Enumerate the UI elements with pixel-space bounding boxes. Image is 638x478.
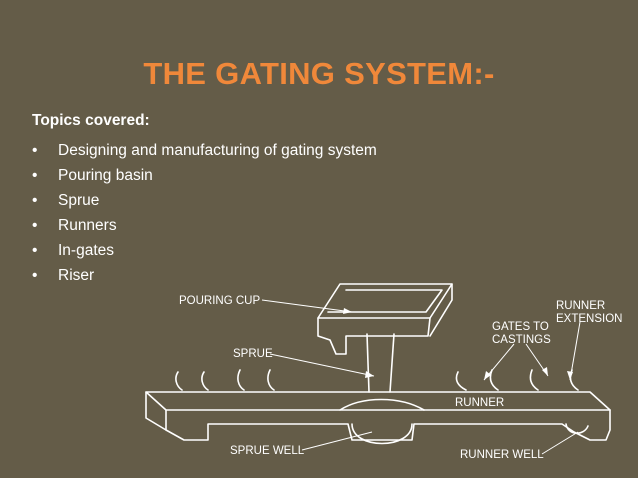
bullet-icon: • (32, 242, 38, 259)
leader-pouring-cup (261, 299, 353, 313)
leader-runner-extension (569, 321, 581, 381)
gate-stroke (201, 371, 209, 391)
bullet-icon: • (32, 267, 38, 284)
pouring-cup-inner (327, 289, 443, 313)
arrowhead (365, 371, 374, 378)
topic-item: • Sprue (32, 188, 377, 213)
label-sprue: SPRUE (233, 348, 273, 360)
bullet-icon: • (32, 192, 38, 209)
slide-title: THE GATING SYSTEM:- (143, 56, 495, 91)
leader-arrowheads (343, 308, 573, 380)
topic-text: In-gates (58, 242, 115, 259)
pouring-cup-side (429, 283, 453, 337)
topics-heading: Topics covered: (32, 112, 150, 129)
pouring-cup-front (317, 317, 431, 355)
gate-stroke (529, 369, 539, 391)
label-runner-extension-line1: RUNNER (556, 300, 605, 312)
pouring-cup (317, 283, 453, 319)
label-gates-line2: CASTINGS (492, 334, 551, 346)
topic-item: • Runners (32, 213, 377, 238)
topic-item: • Riser (32, 263, 377, 288)
leader-sprue (269, 353, 375, 377)
topic-text: Sprue (58, 192, 100, 209)
topic-item: • In-gates (32, 238, 377, 263)
arrowhead (343, 308, 352, 314)
runner-top-face (145, 391, 611, 411)
bullet-icon: • (32, 217, 38, 234)
sprue-well (351, 423, 413, 445)
arrowhead (542, 367, 548, 376)
leader-gates (483, 343, 549, 381)
topic-text: Designing and manufacturing of gating sy… (58, 142, 377, 159)
sprue-junction (339, 398, 425, 411)
runner-left-end (145, 391, 167, 431)
gate-stroke (237, 369, 245, 391)
label-runner-extension-line2: EXTENSION (556, 313, 622, 325)
topic-text: Pouring basin (58, 167, 153, 184)
sprue (366, 333, 395, 393)
label-sprue-well: SPRUE WELL (230, 445, 305, 457)
bullet-icon: • (32, 142, 38, 159)
runner-front-face (165, 409, 611, 441)
label-pouring-cup: POURING CUP (179, 295, 260, 307)
label-gates-line1: GATES TO (492, 321, 549, 333)
topic-text: Runners (58, 217, 117, 234)
topic-text: Riser (58, 267, 95, 284)
bullet-icon: • (32, 167, 38, 184)
arrowhead (567, 371, 573, 380)
gate-stroke (175, 371, 183, 391)
topics-list: • Designing and manufacturing of gating s… (32, 138, 377, 288)
topic-item: • Pouring basin (32, 163, 377, 188)
leader-sprue-well (301, 431, 373, 451)
label-runner-well: RUNNER WELL (460, 449, 544, 461)
gate-stroke (489, 369, 499, 391)
label-runner: RUNNER (455, 397, 504, 409)
leader-runner-well (541, 431, 579, 455)
gate-stroke (267, 369, 275, 391)
topic-item: • Designing and manufacturing of gating s… (32, 138, 377, 163)
arrowhead (484, 371, 491, 380)
gate-stroke (455, 371, 467, 391)
